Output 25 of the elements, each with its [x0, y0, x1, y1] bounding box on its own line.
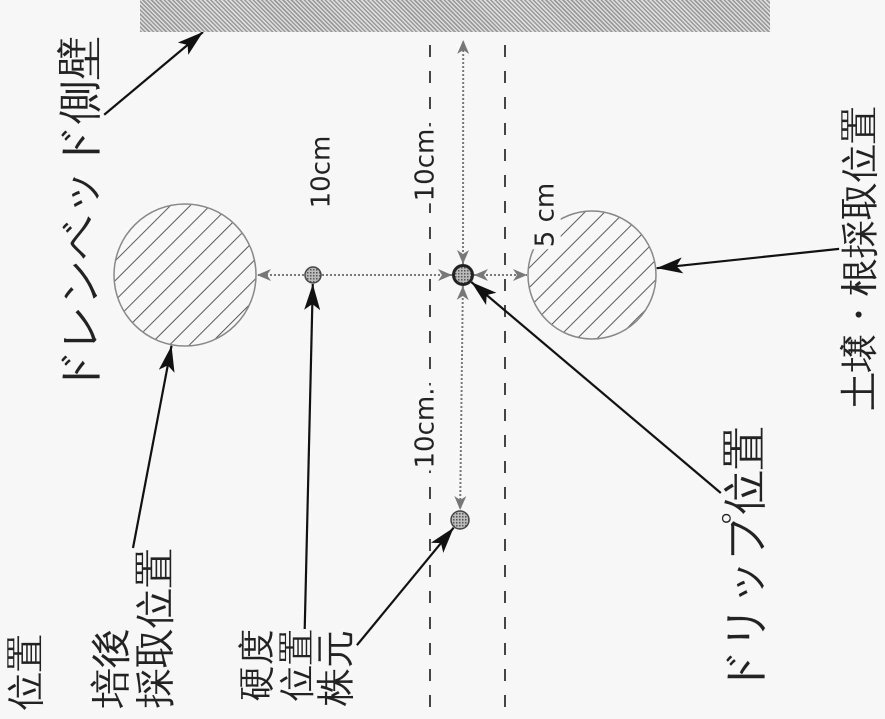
label-text: 培後	[89, 627, 133, 708]
leader-arrow	[656, 248, 840, 274]
sampling-circle	[113, 203, 257, 347]
dimension-arrow	[454, 286, 469, 510]
label-text: 土壌・根採取位置	[839, 106, 881, 410]
leader-arrow	[470, 281, 722, 494]
label-text: ドリップ位置	[720, 426, 770, 694]
label-text: 位置	[5, 634, 47, 710]
point-marker	[304, 266, 322, 284]
label-text: 株元	[315, 630, 357, 706]
point-marker	[450, 510, 470, 530]
label-text: ドレンベッド側壁	[56, 36, 104, 394]
leader-arrow	[104, 31, 204, 116]
dimension-arrow	[257, 269, 304, 281]
drip-point	[452, 264, 474, 286]
label-text: 位置	[277, 629, 317, 701]
label-text: 採取位置	[133, 548, 177, 708]
label-text: 硬度	[237, 629, 277, 701]
dimension-arrow	[322, 269, 452, 281]
leader-arrow	[356, 527, 454, 646]
leader-arrow	[132, 346, 175, 548]
dimension-arrow	[457, 40, 470, 264]
wall-bar	[140, 0, 770, 32]
leader-arrow	[304, 284, 320, 630]
dimension-arrow	[474, 269, 527, 281]
